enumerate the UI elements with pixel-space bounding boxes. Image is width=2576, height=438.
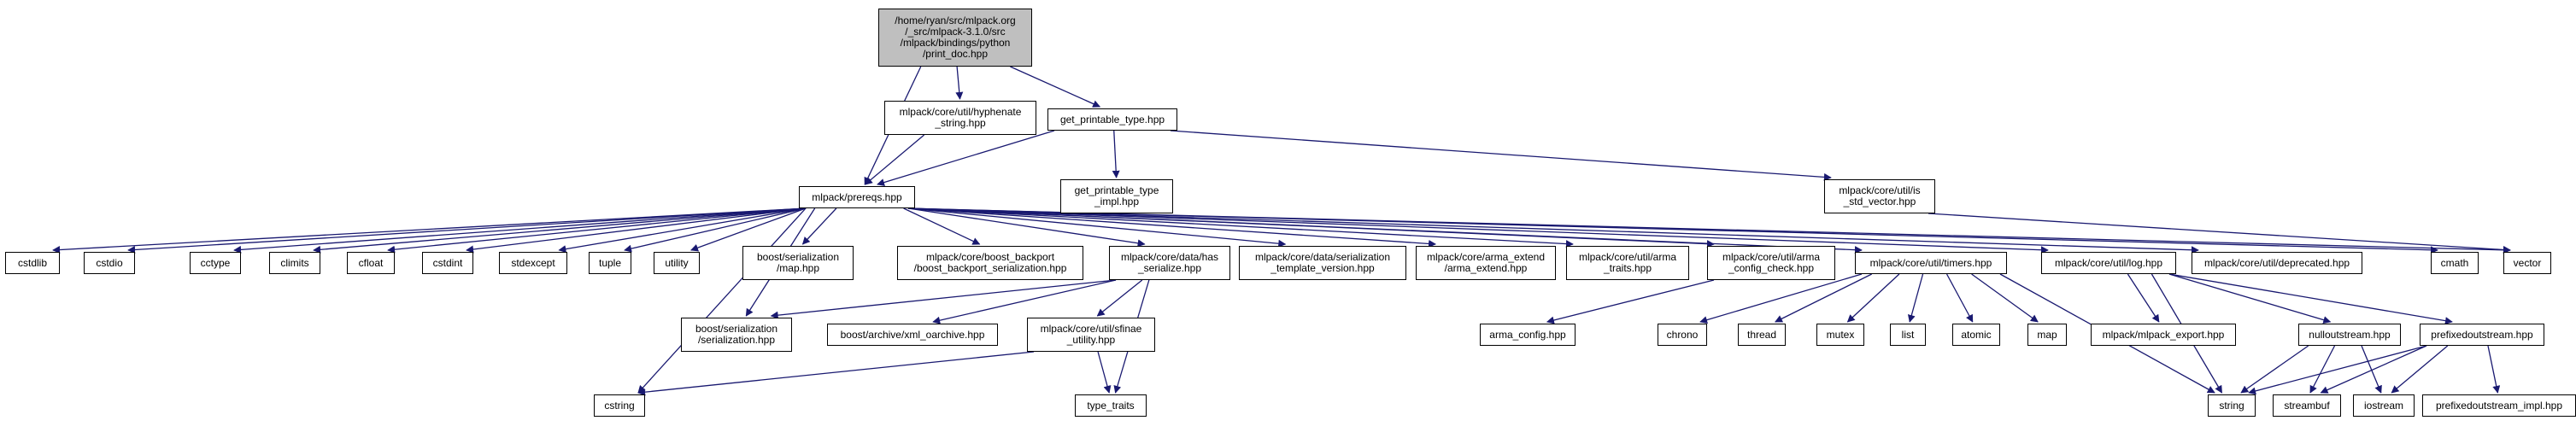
edge-print_doc-get_printable_type <box>1010 66 1101 108</box>
node-get-printable-type-impl-hpp[interactable]: get_printable_type _impl.hpp <box>1060 179 1173 213</box>
edge-prereqs-utility <box>690 207 807 252</box>
edge-prereqs-cctype <box>233 207 807 254</box>
edge-prereqs-vector <box>907 207 2511 254</box>
edge-prereqs-has_serialize <box>907 207 1146 248</box>
edge-timers-atomic <box>1945 273 1974 323</box>
edge-arma_config_check-arma_config <box>1546 279 1715 324</box>
node-arma-traits-hpp[interactable]: mlpack/core/util/arma _traits.hpp <box>1566 246 1689 280</box>
edge-log-prefixedoutstream <box>2168 273 2453 325</box>
node-atomic: atomic <box>1952 324 2000 346</box>
node-serialization-template-version-hpp[interactable]: mlpack/core/data/serialization _template… <box>1239 246 1406 280</box>
edge-prereqs-cstdint <box>466 207 807 254</box>
node-iostream: iostream <box>2353 394 2415 417</box>
node-is-std-vector-hpp[interactable]: mlpack/core/util/is _std_vector.hpp <box>1824 179 1935 213</box>
node-nulloutstream-hpp[interactable]: nulloutstream.hpp <box>2298 324 2401 346</box>
node-mutex: mutex <box>1816 324 1864 346</box>
node-mlpack-export-hpp: mlpack/mlpack_export.hpp <box>2091 324 2236 346</box>
node-cstring: cstring <box>594 394 645 417</box>
edge-sfinae_utility-type_traits <box>1097 351 1112 394</box>
edge-prereqs-log <box>907 207 2049 254</box>
edge-prereqs-deprecated <box>907 207 2199 254</box>
edge-prereqs-stdexcept <box>558 207 807 254</box>
node-type-traits: type_traits <box>1075 394 1147 417</box>
node-arma-config-check-hpp[interactable]: mlpack/core/util/arma _config_check.hpp <box>1707 246 1835 280</box>
node-climits: climits <box>269 252 320 274</box>
edge-prefixedoutstream-prefixedoutstream_impl <box>2487 345 2501 394</box>
edge-has_serialize-sfinae_utility <box>1096 279 1143 317</box>
node-string: string <box>2208 394 2256 417</box>
edge-has_serialize-ser_serialization <box>770 279 1117 319</box>
edge-prereqs-timers <box>907 207 1863 254</box>
edge-prefixedoutstream-iostream <box>2391 345 2449 394</box>
edge-hyphenate_string-prereqs <box>864 134 925 185</box>
edge-prereqs-cfloat <box>387 207 807 254</box>
edge-prereqs-cstdio <box>127 207 807 254</box>
node-streambuf: streambuf <box>2273 394 2341 417</box>
node-utility: utility <box>654 252 700 274</box>
edge-timers-chrono <box>1699 273 1863 324</box>
edge-timers-list <box>1907 273 1924 323</box>
edge-is_std_vector-vector <box>1928 213 2511 254</box>
node-boost-serialization-map-hpp: boost/serialization /map.hpp <box>742 246 854 280</box>
edge-prereqs-tuple <box>624 207 807 253</box>
node-hyphenate-string-hpp[interactable]: mlpack/core/util/hyphenate _string.hpp <box>884 101 1036 135</box>
node-vector: vector <box>2503 252 2551 274</box>
node-tuple: tuple <box>589 252 631 274</box>
edge-prereqs-ser_map <box>801 207 837 245</box>
edge-prereqs-ser_template_version <box>907 207 1287 248</box>
node-sfinae-utility-hpp[interactable]: mlpack/core/util/sfinae _utility.hpp <box>1027 318 1155 352</box>
edge-prefixedoutstream-string <box>2248 345 2427 395</box>
node-cctype: cctype <box>190 252 241 274</box>
edge-timers-mutex <box>1846 273 1900 323</box>
edge-prereqs-cstdlib <box>52 207 807 254</box>
node-has-serialize-hpp[interactable]: mlpack/core/data/has _serialize.hpp <box>1109 246 1230 280</box>
node-mlpack-prereqs-hpp[interactable]: mlpack/prereqs.hpp <box>799 186 915 208</box>
node-cstdint: cstdint <box>422 252 473 274</box>
edge-timers-map <box>1971 273 2039 323</box>
edge-sfinae_utility-cstring <box>637 351 1035 396</box>
node-thread: thread <box>1738 324 1786 346</box>
node-arma-extend-hpp[interactable]: mlpack/core/arma_extend /arma_extend.hpp <box>1416 246 1556 280</box>
node-boost-backport-serialization-hpp[interactable]: mlpack/core/boost_backport /boost_backpo… <box>897 246 1083 280</box>
edge-prereqs-climits <box>313 207 807 254</box>
edge-nulloutstream-streambuf <box>2309 345 2336 394</box>
node-prefixedoutstream-hpp[interactable]: prefixedoutstream.hpp <box>2420 324 2544 346</box>
node-cmath: cmath <box>2431 252 2479 274</box>
edge-prereqs-boost_backport <box>903 207 981 245</box>
edge-log-nulloutstream <box>2168 273 2332 324</box>
edge-nulloutstream-iostream <box>2361 345 2382 394</box>
node-prefixedoutstream-impl-hpp[interactable]: prefixedoutstream_impl.hpp <box>2422 394 2576 417</box>
node-boost-serialization-serialization-hpp: boost/serialization /serialization.hpp <box>681 318 792 352</box>
edge-prereqs-arma_extend <box>907 207 1437 248</box>
node-cstdio: cstdio <box>84 252 135 274</box>
edge-nulloutstream-string <box>2240 345 2309 394</box>
edge-has_serialize-xml_oarchive <box>932 279 1117 324</box>
node-print-doc-hpp: /home/ryan/src/mlpack.org /_src/mlpack-3… <box>878 9 1032 67</box>
node-get-printable-type-hpp[interactable]: get_printable_type.hpp <box>1047 108 1177 131</box>
node-arma-config-hpp: arma_config.hpp <box>1480 324 1576 346</box>
edge-prereqs-cstring <box>637 207 807 394</box>
node-cfloat: cfloat <box>347 252 395 274</box>
node-chrono: chrono <box>1658 324 1707 346</box>
node-list: list <box>1890 324 1926 346</box>
node-stdexcept: stdexcept <box>499 252 567 274</box>
node-xml-oarchive-hpp: boost/archive/xml_oarchive.hpp <box>827 324 998 346</box>
node-deprecated-hpp[interactable]: mlpack/core/util/deprecated.hpp <box>2192 252 2362 274</box>
edge-get_printable_type-get_printable_type_impl <box>1112 130 1120 178</box>
edge-log-mlpack_export <box>2127 273 2160 323</box>
edge-print_doc-hyphenate_string <box>955 66 964 100</box>
node-log-hpp[interactable]: mlpack/core/util/log.hpp <box>2041 252 2176 274</box>
edge-prefixedoutstream-streambuf <box>2320 345 2427 394</box>
edge-prereqs-arma_traits <box>907 207 1574 248</box>
node-timers-hpp[interactable]: mlpack/core/util/timers.hpp <box>1855 252 2007 274</box>
edge-timers-thread <box>1775 273 1872 323</box>
edge-get_printable_type-is_std_vector <box>1170 130 1832 181</box>
node-map: map <box>2027 324 2067 346</box>
edge-get_printable_type-prereqs <box>877 130 1055 186</box>
node-cstdlib: cstdlib <box>5 252 60 274</box>
